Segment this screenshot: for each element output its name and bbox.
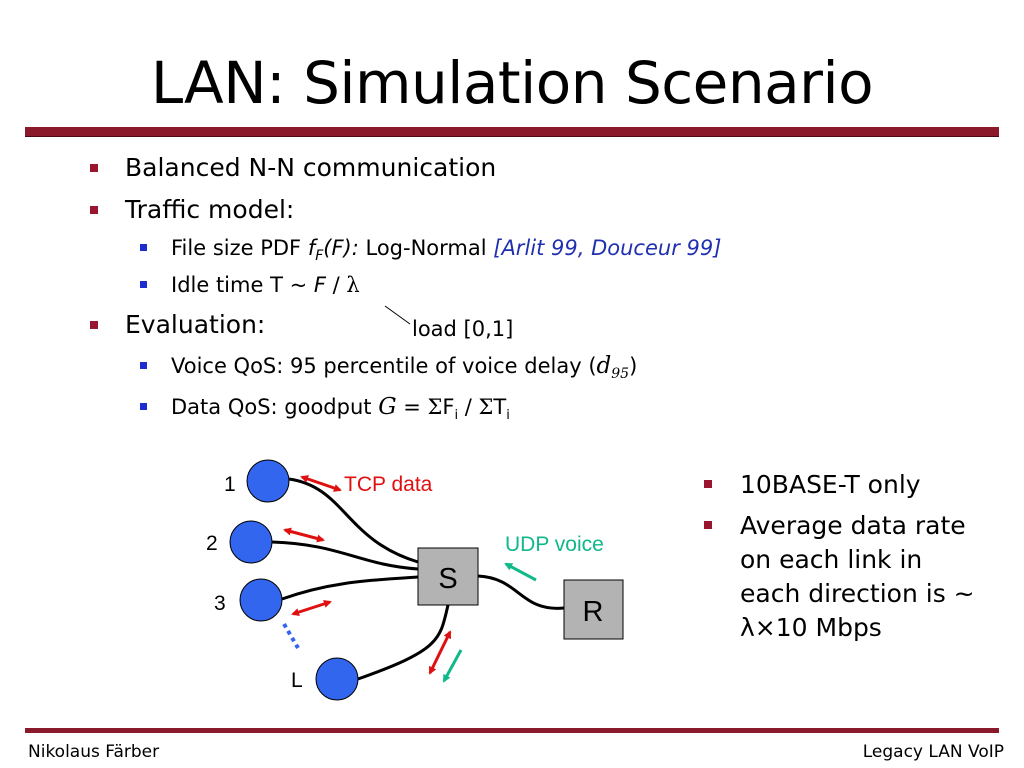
- bullet-text: Balanced N-N communication: [125, 153, 497, 182]
- voice-qos-prefix: Voice QoS: 95 percentile of voice delay …: [171, 354, 597, 378]
- subbullet-marker: [140, 281, 147, 288]
- idle-lambda: λ: [346, 273, 360, 297]
- slide-title: LAN: Simulation Scenario: [150, 49, 874, 117]
- bullet-text: 10BASE-T only: [740, 470, 921, 499]
- file-size-reference: [Arlit 99, Douceur 99]: [493, 236, 722, 260]
- link-node-L: [357, 604, 450, 681]
- link-node-3: [281, 575, 419, 601]
- node-2: [229, 520, 273, 564]
- file-size-arg: (F):: [323, 236, 366, 260]
- udp-voice-label: UDP voice: [505, 533, 604, 556]
- subbullet-marker: [140, 403, 147, 410]
- load-annotation: load [0,1]: [412, 317, 514, 341]
- subbullet-marker: [140, 244, 147, 251]
- idle-prefix: Idle time T ~: [171, 273, 314, 297]
- link-node-2: [271, 540, 419, 571]
- data-qos-sigma1: Σ: [427, 395, 443, 419]
- bullet-marker: [90, 164, 98, 172]
- switch-label: S: [438, 563, 457, 595]
- receiver-box: [563, 579, 624, 640]
- bullet-marker: [704, 480, 712, 488]
- voice-qos-sub: 95: [611, 366, 630, 383]
- idle-f: F: [313, 273, 326, 297]
- load-pointer-line: [384, 305, 411, 325]
- title-divider: [25, 127, 999, 137]
- subbullet-text: Idle time T ~ F / λ: [171, 272, 360, 298]
- tcp-arrow-2: [283, 527, 325, 543]
- data-qos-t: T: [493, 395, 507, 419]
- data-qos-slash: /: [458, 395, 479, 419]
- voice-qos-d: d: [596, 353, 612, 379]
- bullet-marker: [90, 321, 98, 329]
- node-label-L: L: [291, 669, 303, 692]
- data-qos-sigma2: Σ: [478, 395, 494, 419]
- data-qos-f: F: [442, 395, 455, 419]
- bullet-marker: [704, 521, 712, 529]
- data-qos-prefix: Data QoS: goodput: [171, 395, 379, 419]
- data-qos-i1: i: [454, 408, 459, 424]
- file-size-dist: Log-Normal: [365, 236, 494, 260]
- subbullet-text: Data QoS: goodput G = ΣFi / ΣTi: [171, 394, 510, 429]
- voice-qos-suffix: ): [629, 354, 638, 378]
- udp-arrow-2: [442, 649, 463, 683]
- node-3: [239, 578, 283, 622]
- file-size-sub: F: [315, 248, 324, 265]
- link-switch-receiver: [477, 574, 565, 610]
- udp-arrow-1: [504, 562, 537, 582]
- node-label-3: 3: [214, 592, 226, 615]
- footer-author: Nikolaus Färber: [28, 742, 160, 762]
- tcp-arrow-3: [291, 600, 332, 616]
- node-1: [246, 459, 290, 503]
- node-label-1: 1: [224, 473, 236, 496]
- subbullet-marker: [140, 362, 147, 369]
- file-size-prefix: File size PDF: [171, 236, 308, 260]
- data-qos-i2: i: [506, 408, 510, 424]
- bullet-marker: [90, 206, 98, 214]
- footer-topic: Legacy LAN VoIP: [862, 742, 1004, 762]
- data-qos-g: G: [378, 394, 397, 420]
- bullet-text: Average data rate on each link in each d…: [740, 511, 975, 642]
- file-size-f: f: [307, 236, 316, 260]
- more-nodes-ellipsis: [282, 622, 300, 650]
- subbullet-text: File size PDF fF(F): Log-Normal [Arlit 9…: [171, 235, 721, 269]
- bullet-text: Evaluation:: [125, 310, 266, 339]
- receiver-label: R: [583, 596, 604, 628]
- tcp-arrow-1: [300, 475, 342, 492]
- tcp-arrow-L: [428, 630, 452, 675]
- idle-slash: /: [325, 273, 347, 297]
- switch-box: [417, 547, 479, 606]
- node-L: [315, 657, 359, 701]
- bullet-text: Traffic model:: [125, 195, 295, 224]
- node-label-2: 2: [206, 532, 218, 555]
- footer-divider: [25, 728, 999, 733]
- tcp-data-label: TCP data: [344, 473, 433, 496]
- data-qos-eq: =: [396, 395, 428, 419]
- subbullet-text: Voice QoS: 95 percentile of voice delay …: [171, 353, 637, 387]
